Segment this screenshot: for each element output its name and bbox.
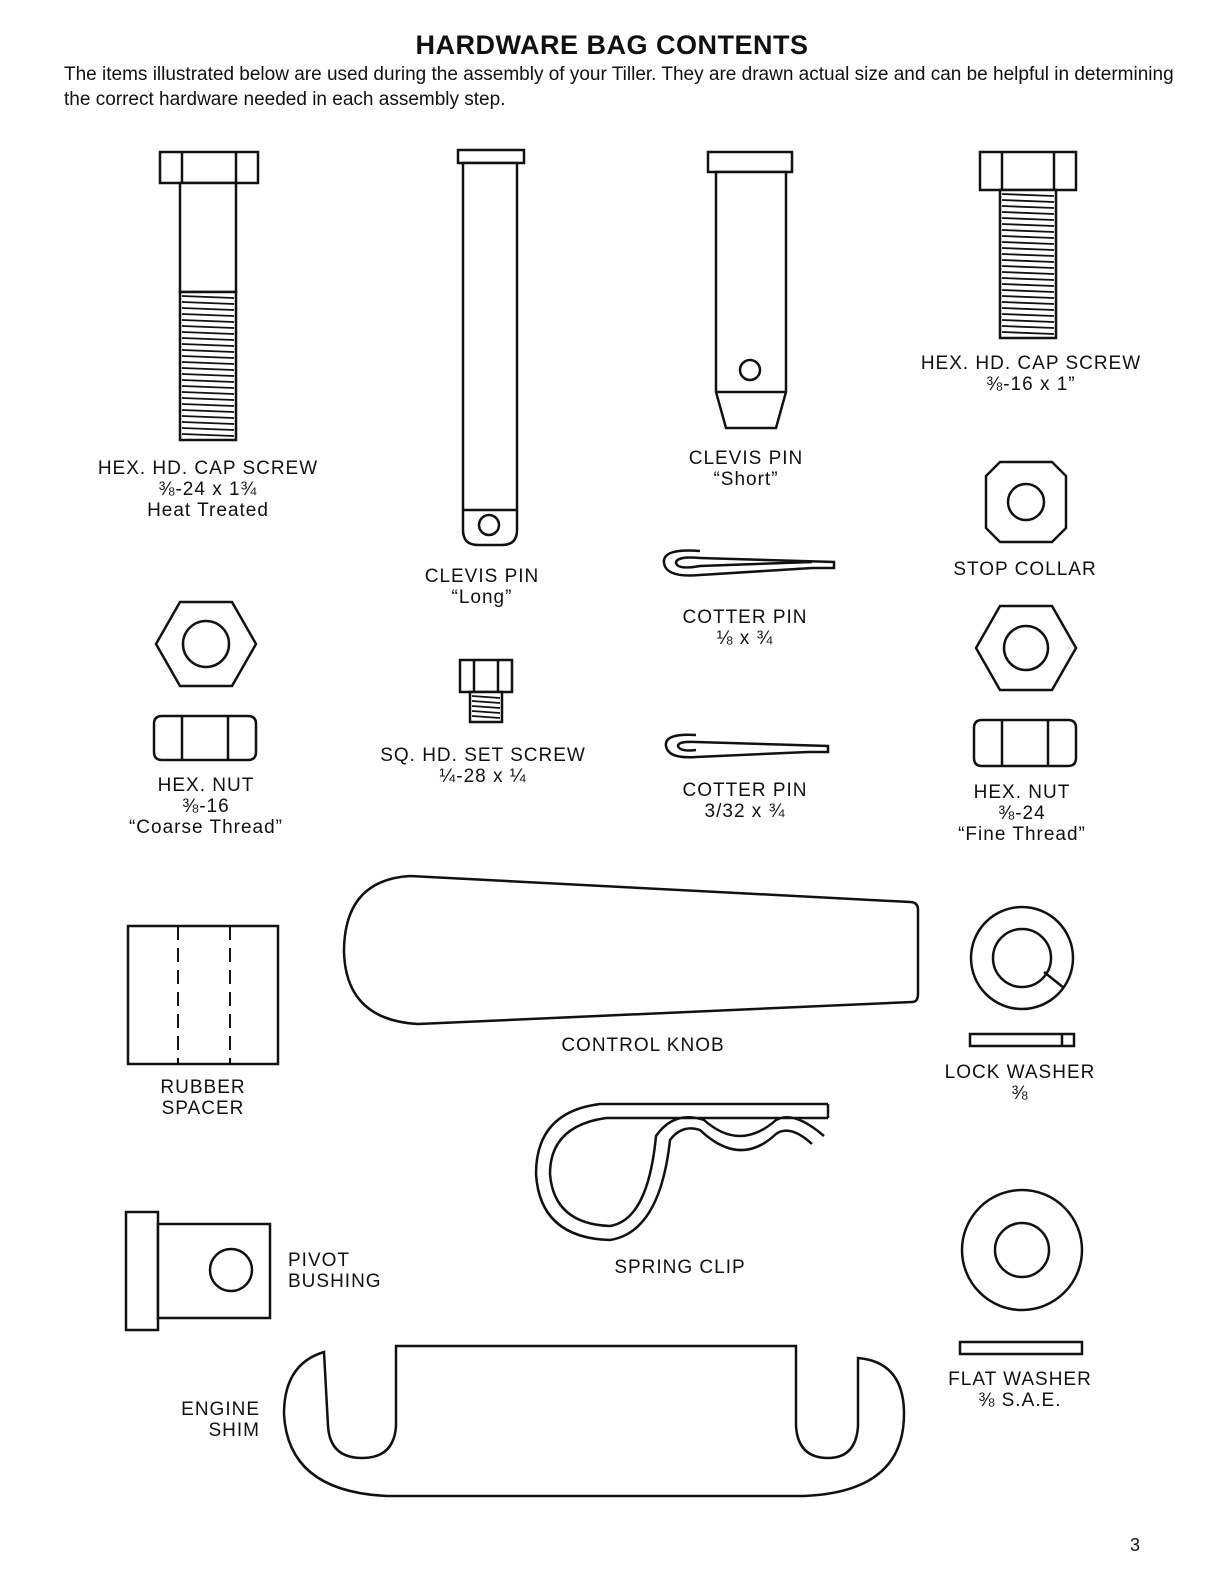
spring-clip-icon <box>534 1102 830 1242</box>
cotter-pin-2-label: COTTER PIN 3/32 x ¾ <box>682 780 808 822</box>
cap-screw-short-icon <box>978 150 1078 340</box>
engine-shim-label: ENGINE SHIM <box>181 1399 260 1441</box>
flat-washer-top-icon <box>960 1188 1084 1312</box>
rubber-spacer-icon <box>126 924 280 1066</box>
hex-nut-coarse-top-icon <box>154 600 258 688</box>
hex-nut-coarse-side-icon <box>152 714 258 762</box>
hex-nut-fine-side-icon <box>972 718 1078 768</box>
lock-washer-side-icon <box>968 1032 1076 1048</box>
clevis-pin-long-icon <box>456 148 526 547</box>
set-screw-label: SQ. HD. SET SCREW ¼-28 x ¼ <box>380 745 586 787</box>
engine-shim-icon <box>282 1344 906 1498</box>
hex-nut-coarse-label: HEX. NUT ⅜-16 “Coarse Thread” <box>128 775 284 838</box>
stop-collar-label: STOP COLLAR <box>953 559 1097 580</box>
lock-washer-label: LOCK WASHER ⅜ <box>944 1062 1096 1104</box>
hex-nut-fine-label: HEX. NUT ⅜-24 “Fine Thread” <box>958 782 1086 845</box>
pivot-bushing-icon <box>124 1210 272 1332</box>
flat-washer-label: FLAT WASHER ⅜ S.A.E. <box>948 1369 1092 1411</box>
lock-washer-top-icon <box>969 905 1075 1011</box>
stop-collar-icon <box>984 460 1068 544</box>
clevis-pin-short-icon <box>706 150 794 430</box>
intro-paragraph: The items illustrated below are used dur… <box>64 64 1174 110</box>
control-knob-label: CONTROL KNOB <box>561 1035 725 1056</box>
control-knob-icon <box>342 874 920 1026</box>
cap-screw-short-label: HEX. HD. CAP SCREW ⅜-16 x 1” <box>920 353 1142 395</box>
cotter-pin-1-label: COTTER PIN ⅛ x ¾ <box>682 607 808 649</box>
cotter-pin-1-icon <box>662 549 836 577</box>
cap-screw-long-icon <box>158 150 260 442</box>
clevis-pin-short-label: CLEVIS PIN “Short” <box>688 448 804 490</box>
spring-clip-label: SPRING CLIP <box>614 1257 746 1278</box>
clevis-pin-long-label: CLEVIS PIN “Long” <box>424 566 540 608</box>
page-title: HARDWARE BAG CONTENTS <box>415 30 809 60</box>
set-screw-icon <box>458 658 514 724</box>
cap-screw-long-label: HEX. HD. CAP SCREW ⅜-24 x 1¾ Heat Treate… <box>97 458 319 521</box>
hex-nut-fine-top-icon <box>974 604 1078 692</box>
page-number: 3 <box>1129 1535 1140 1555</box>
flat-washer-side-icon <box>958 1340 1084 1356</box>
rubber-spacer-label: RUBBER SPACER <box>160 1077 246 1119</box>
pivot-bushing-label: PIVOT BUSHING <box>288 1250 382 1292</box>
cotter-pin-2-icon <box>664 733 830 759</box>
